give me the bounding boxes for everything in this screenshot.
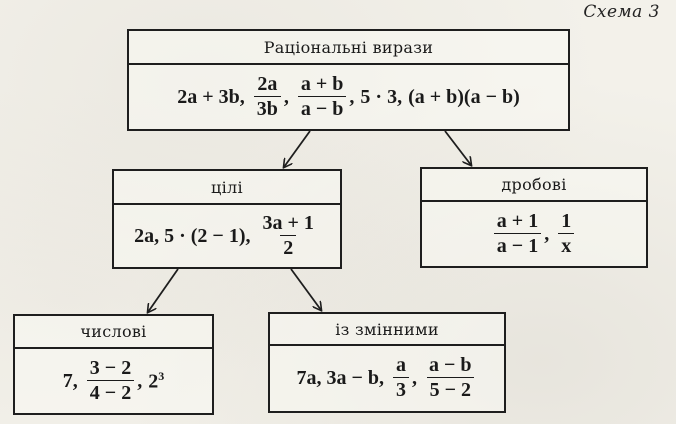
fraction: 1 x <box>558 210 575 259</box>
box-whole-expressions: цілі 2a, 5 · (2 − 1), 3a + 1 2 <box>112 169 342 269</box>
arrow-root-to-whole <box>284 130 311 167</box>
fraction: 3a + 1 2 <box>262 211 314 259</box>
fraction: 2a 3b <box>253 73 281 122</box>
fraction: a − b 5 − 2 <box>426 354 475 403</box>
box-fractional-examples: a + 1 a − 1 , 1 x <box>422 202 646 266</box>
box-variables-title: із змінними <box>270 314 504 346</box>
box-numeric-examples: 7, 3 − 2 4 − 2 , 23 <box>62 356 165 406</box>
expr-product: 5 · 3, <box>360 85 403 108</box>
box-numeric-expressions: числові 7, 3 − 2 4 − 2 , 23 <box>13 314 214 415</box>
root-box-title: Раціональні вирази <box>129 31 568 65</box>
arrow-whole-to-numeric <box>148 268 179 312</box>
arrow-root-to-fractional <box>444 130 471 165</box>
box-fractional-expressions: дробові a + 1 a − 1 , 1 x <box>420 167 648 268</box>
box-expressions-with-variables: із змінними 7a, 3a − b, a 3 , a − b 5 − … <box>268 312 506 413</box>
fraction: a 3 <box>393 354 409 403</box>
arrow-whole-to-variables <box>290 268 321 310</box>
box-whole-examples: 2a, 5 · (2 − 1), 3a + 1 2 <box>114 205 340 267</box>
box-whole-title: цілі <box>114 171 340 205</box>
power-expression: 23 <box>148 368 165 393</box>
expr-sum: 2a + 3b, <box>177 85 245 108</box>
fraction: a + 1 a − 1 <box>493 210 542 259</box>
box-numeric-title: числові <box>15 316 212 349</box>
fraction: a + b a − b <box>297 73 347 122</box>
expr-binomial-product: (a + b)(a − b) <box>408 85 520 108</box>
box-fractional-title: дробові <box>422 169 646 202</box>
box-variables-examples: 7a, 3a − b, a 3 , a − b 5 − 2 <box>270 346 504 411</box>
fraction: 3 − 2 4 − 2 <box>86 357 135 406</box>
root-box-rational-expressions: Раціональні вирази 2a + 3b, 2a 3b , a + … <box>127 29 570 131</box>
scheme-caption: Схема 3 <box>583 2 660 22</box>
root-box-examples: 2a + 3b, 2a 3b , a + b a − b , 5 · 3, (a… <box>177 72 520 122</box>
